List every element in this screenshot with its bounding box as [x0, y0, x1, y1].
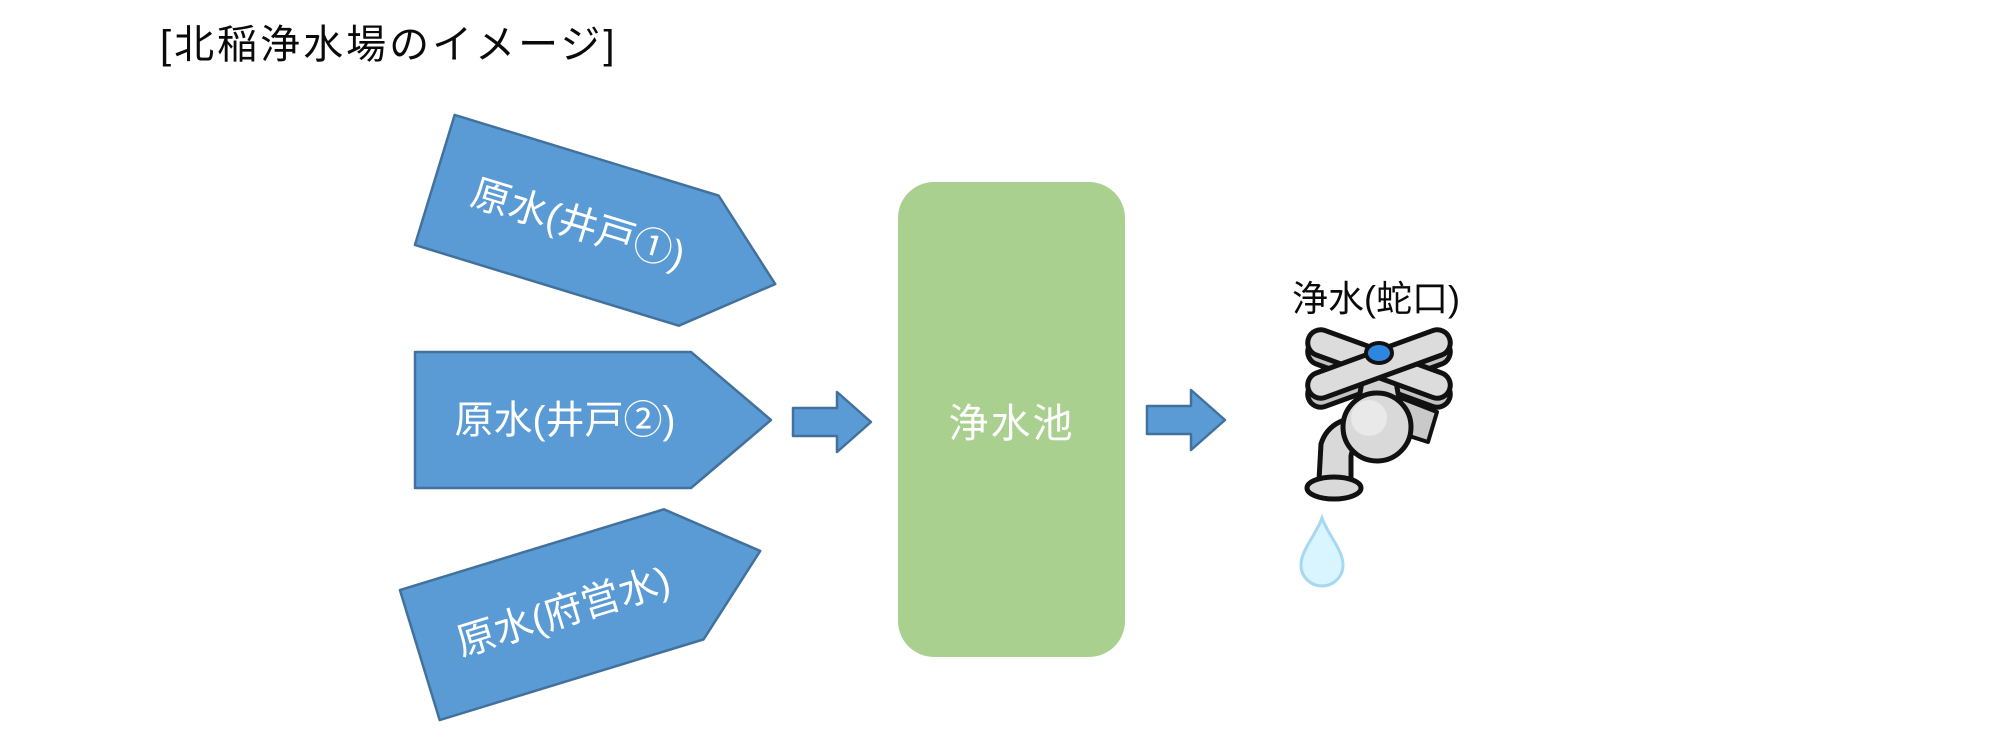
output-label-tap-water: 浄水(蛇口) — [1292, 278, 1460, 319]
pentagon-arrow-shape — [413, 350, 773, 490]
water-drop-icon — [1299, 513, 1345, 588]
flow-right-arrow-icon — [1145, 388, 1227, 452]
diagram-title: [北稲浄水場のイメージ] — [160, 23, 618, 67]
faucet-icon — [1299, 327, 1453, 588]
source-arrow-well2: 原水(井戸②) — [413, 350, 773, 490]
source-arrow-well2-label: 原水(井戸②) — [455, 400, 676, 443]
source-arrow-prefectural: 原水(府営水) — [398, 508, 762, 722]
faucet-knob — [1364, 341, 1394, 365]
flow-right-arrow-icon — [791, 390, 873, 454]
pentagon-arrow-shape — [398, 508, 762, 722]
process-box-purification-pond: 浄水池 — [898, 182, 1125, 657]
process-box-label: 浄水池 — [948, 401, 1075, 446]
source-arrow-well1: 原水(井戸①) — [413, 113, 777, 327]
pentagon-arrow-shape — [413, 113, 777, 327]
